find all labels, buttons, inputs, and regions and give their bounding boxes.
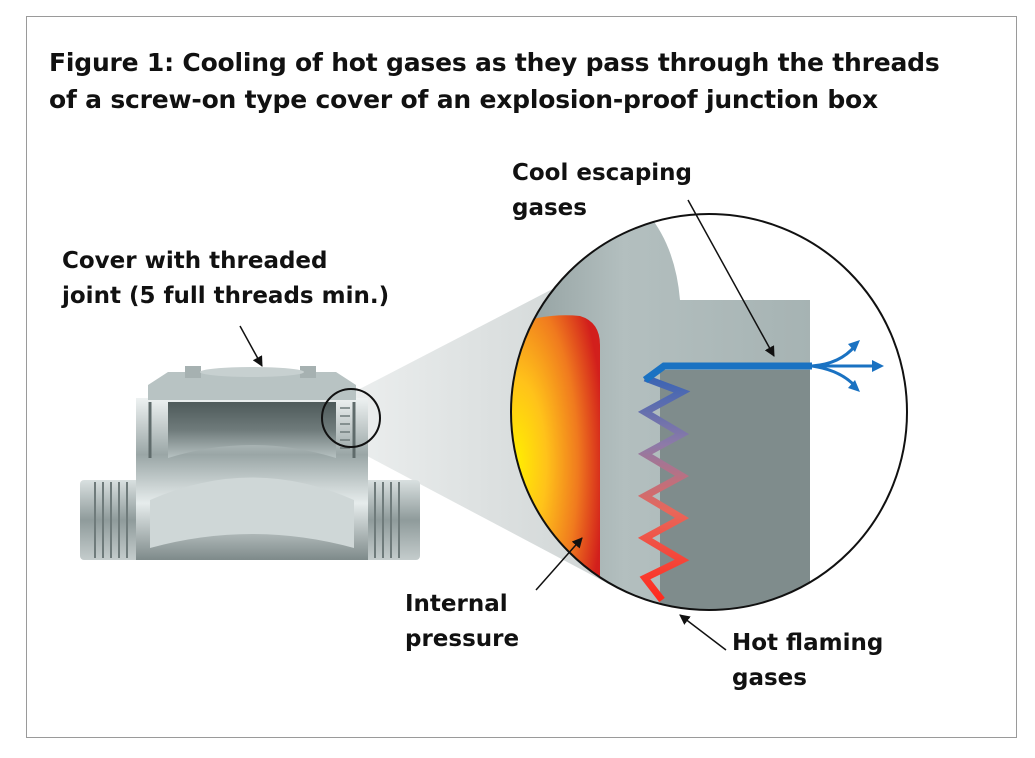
zoom-cone bbox=[352, 282, 620, 590]
figure-title: Figure 1: Cooling of hot gases as they p… bbox=[49, 44, 989, 118]
cool-gas-pointer bbox=[687, 199, 775, 357]
cover-cap bbox=[148, 372, 356, 400]
cover-threads bbox=[340, 407, 350, 449]
thread-gas-path bbox=[637, 374, 691, 603]
box-bottom-curve bbox=[150, 477, 354, 548]
internal-pressure-pointer bbox=[535, 537, 583, 591]
cool-gas-path bbox=[642, 362, 812, 383]
detail-callout-circle bbox=[321, 388, 381, 448]
label-cover: Cover with threaded joint (5 full thread… bbox=[62, 244, 389, 314]
left-hub-threads bbox=[94, 482, 128, 558]
label-internal-line-1: Internal bbox=[405, 591, 508, 617]
title-line-1: Figure 1: Cooling of hot gases as they p… bbox=[49, 48, 940, 77]
label-hot-line-1: Hot flaming bbox=[732, 630, 884, 656]
right-hub-threads bbox=[374, 482, 400, 558]
label-internal-pressure: Internal pressure bbox=[405, 587, 519, 657]
title-line-2: of a screw-on type cover of an explosion… bbox=[49, 85, 878, 114]
label-hot-gases: Hot flaming gases bbox=[732, 626, 883, 696]
figure-frame bbox=[26, 16, 1017, 738]
detail-circle-outline bbox=[510, 213, 908, 611]
label-hot-line-2: gases bbox=[732, 665, 807, 691]
cover-pointer bbox=[239, 325, 263, 367]
label-cool-line-1: Cool escaping bbox=[512, 160, 693, 186]
box-wall bbox=[660, 370, 810, 610]
junction-box bbox=[80, 366, 420, 560]
label-cover-line-1: Cover with threaded bbox=[62, 248, 328, 274]
hot-gas-pointer bbox=[679, 614, 727, 651]
cover-inner bbox=[168, 402, 336, 458]
label-internal-line-2: pressure bbox=[405, 626, 520, 652]
label-cover-line-2: joint (5 full threads min.) bbox=[62, 283, 390, 309]
label-cool-line-2: gases bbox=[512, 195, 587, 221]
detail-zoom bbox=[511, 214, 907, 610]
label-cool-gases: Cool escaping gases bbox=[512, 156, 692, 226]
